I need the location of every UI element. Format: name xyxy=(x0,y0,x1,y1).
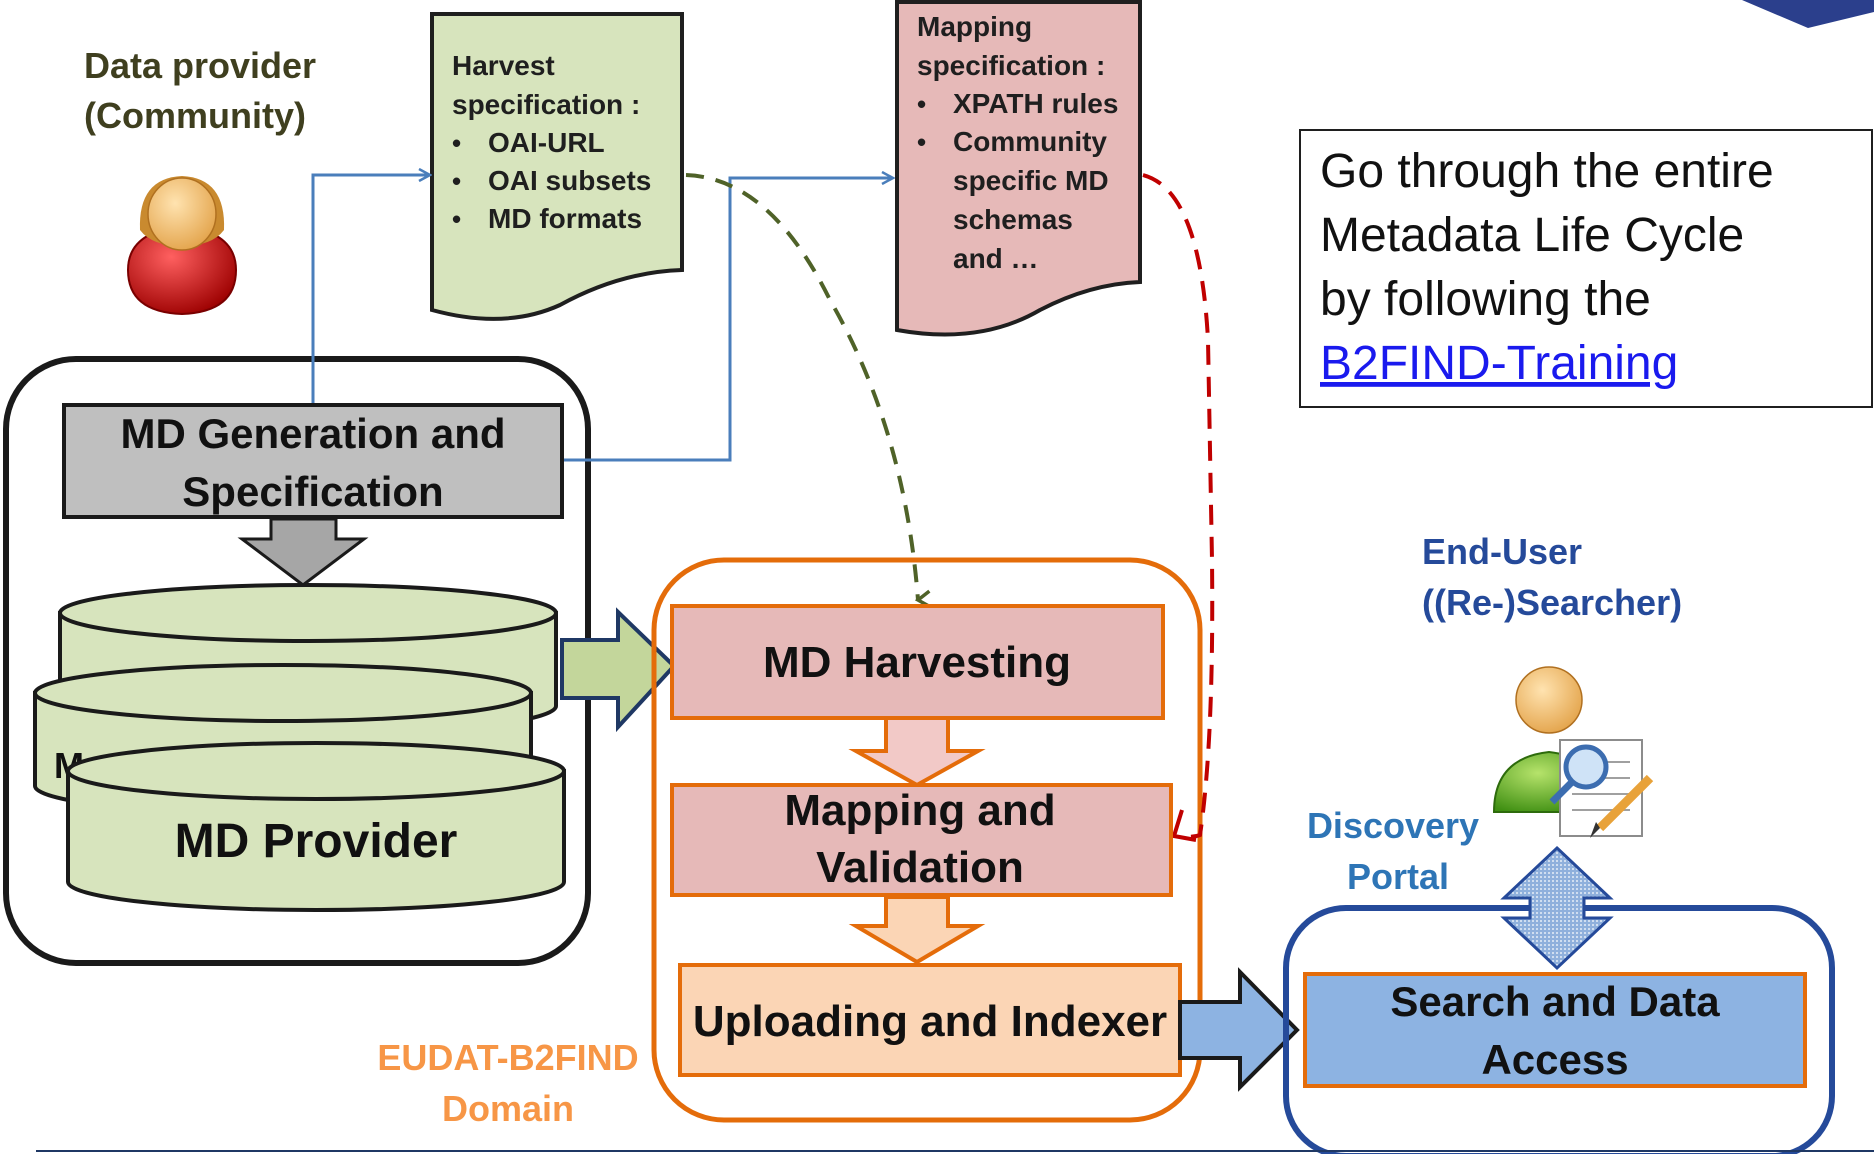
info-box-line: Go through the entire xyxy=(1320,145,1774,198)
search-data-access-box: Search and Data Access xyxy=(1303,972,1807,1088)
uploading-indexer-box: Uploading and Indexer xyxy=(678,963,1182,1077)
mapping-spec-dashed-connector xyxy=(1142,173,1215,839)
bullet-icon: • xyxy=(452,166,461,196)
uploading-indexer-label: Uploading and Indexer xyxy=(693,997,1167,1046)
harvest-spec-document: Harvest specification : • OAI-URL • OAI … xyxy=(430,12,684,321)
pink-down-arrow xyxy=(848,716,986,788)
mapping-spec-item: XPATH rules xyxy=(953,88,1118,119)
discovery-portal-label-2: Portal xyxy=(1347,856,1449,897)
female-user-icon xyxy=(126,176,238,316)
mapping-spec-item: schemas xyxy=(953,204,1073,235)
mapping-validation-label-2: Validation xyxy=(816,843,1024,892)
md-generation-label-2: Specification xyxy=(182,468,443,515)
b2find-domain-container xyxy=(651,557,1203,1123)
harvest-spec-dashed-connector xyxy=(685,173,932,609)
bullet-icon: • xyxy=(452,204,461,234)
md-provider-label: MD Provider xyxy=(175,815,458,868)
connector-to-mapping-spec xyxy=(562,178,893,462)
harvest-spec-item: OAI subsets xyxy=(488,165,651,196)
searcher-user-icon xyxy=(1492,666,1654,838)
mapping-spec-title-2: specification : xyxy=(917,50,1105,81)
b2find-domain-label: EUDAT-B2FIND xyxy=(377,1037,638,1078)
b2find-training-link[interactable]: B2FIND-Training xyxy=(1320,337,1678,390)
md-harvesting-box: MD Harvesting xyxy=(670,604,1165,720)
double-arrow xyxy=(1500,845,1614,971)
data-provider-sublabel: (Community) xyxy=(84,95,306,136)
gray-down-arrow xyxy=(237,517,369,587)
harvest-spec-title: Harvest xyxy=(452,50,555,81)
info-box-line: Metadata Life Cycle xyxy=(1320,209,1744,262)
bullet-icon: • xyxy=(452,128,461,158)
harvest-spec-item: OAI-URL xyxy=(488,127,605,158)
mapping-spec-document: Mapping specification : • XPATH rules • … xyxy=(895,0,1142,337)
info-box-line: by following the xyxy=(1320,273,1651,326)
info-box: Go through the entire Metadata Life Cycl… xyxy=(1299,129,1873,408)
data-provider-label: Data provider xyxy=(84,45,316,86)
green-block-arrow xyxy=(560,607,677,733)
mapping-spec-item: Community xyxy=(953,126,1107,157)
corner-tab-decoration xyxy=(1742,0,1874,28)
bullet-icon: • xyxy=(917,89,926,119)
mapping-spec-item: and … xyxy=(953,243,1039,274)
peach-down-arrow xyxy=(848,895,986,965)
search-data-access-label: Search and Data xyxy=(1390,978,1720,1025)
end-user-label: End-User xyxy=(1422,531,1582,572)
md-provider-cylinders: M MD Provider xyxy=(33,583,566,912)
b2find-domain-label-2: Domain xyxy=(442,1088,574,1129)
spec-connectors xyxy=(311,175,893,462)
end-user-sublabel: ((Re-)Searcher) xyxy=(1422,582,1682,623)
red-arrowhead-icon xyxy=(1171,809,1197,842)
md-generation-label: MD Generation and xyxy=(120,410,505,457)
search-data-access-label-2: Access xyxy=(1481,1036,1628,1083)
md-harvesting-label: MD Harvesting xyxy=(763,638,1071,687)
mapping-spec-title: Mapping xyxy=(917,11,1032,42)
mapping-validation-label: Mapping and xyxy=(784,786,1055,835)
blue-block-arrow xyxy=(1178,967,1300,1092)
mapping-spec-item: specific MD xyxy=(953,165,1109,196)
mapping-validation-box: Mapping and Validation xyxy=(670,783,1173,897)
connector-to-harvest-spec xyxy=(311,175,430,404)
bullet-icon: • xyxy=(917,127,926,157)
harvest-spec-title-2: specification : xyxy=(452,89,640,120)
harvest-spec-item: MD formats xyxy=(488,203,642,234)
md-generation-box: MD Generation and Specification xyxy=(62,403,564,519)
discovery-portal-label: Discovery xyxy=(1307,805,1479,846)
